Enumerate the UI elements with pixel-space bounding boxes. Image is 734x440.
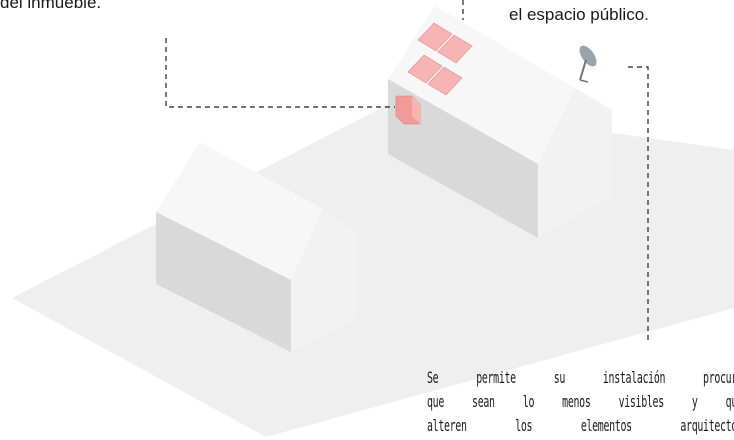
- caption-top-left: del inmueble.: [0, 0, 102, 12]
- caption-top-right: el espacio público.: [509, 5, 649, 24]
- leader-line-left: [165, 38, 395, 108]
- front-house-gable: [291, 209, 357, 352]
- caption-bottom-line: que sean lo menos visibles y qu: [427, 392, 734, 411]
- back-house-wall: [388, 79, 538, 238]
- caption-bottom-line: Se permite su instalación procur: [427, 368, 734, 387]
- leader-line-right: [628, 66, 649, 342]
- back-house-gable: [538, 88, 612, 238]
- front-house-roof: [156, 142, 323, 280]
- caption-bottom-line: alteren los elementos arquitectó: [427, 416, 734, 435]
- satellite-dish-icon: [579, 45, 597, 83]
- caption-bottom: Se permite su instalación procur que sea…: [427, 366, 734, 438]
- meter-box-icon: [395, 95, 421, 125]
- solar-panel-icon: [407, 22, 473, 96]
- front-house-wall: [156, 212, 291, 352]
